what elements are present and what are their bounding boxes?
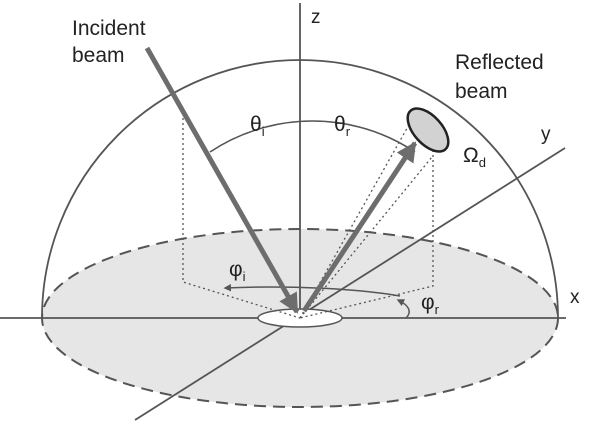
theta-r-label: θr xyxy=(334,113,351,139)
reflected-label-line1: Reflected xyxy=(455,51,544,74)
theta-i-label: θi xyxy=(250,113,265,139)
incident-beam-arrow xyxy=(144,46,300,314)
zenith-angle-arc xyxy=(209,120,416,153)
incident-label-line2: beam xyxy=(72,44,125,67)
phi-r-arc xyxy=(396,299,410,319)
omega-d-label: Ωd xyxy=(463,144,486,170)
y-axis-line xyxy=(134,147,566,421)
projection-lines xyxy=(182,113,434,319)
incident-label-line1: Incident xyxy=(72,17,146,40)
z-axis-label: z xyxy=(311,7,321,28)
detector-solid-angle xyxy=(406,107,450,153)
y-axis-label: y xyxy=(541,124,551,145)
phi-r-label: φr xyxy=(421,291,440,317)
reflected-label-line2: beam xyxy=(455,80,508,103)
reflected-beam-arrow xyxy=(301,141,418,313)
x-axis-label: x xyxy=(570,287,580,308)
phi-i-label: φi xyxy=(229,258,246,284)
